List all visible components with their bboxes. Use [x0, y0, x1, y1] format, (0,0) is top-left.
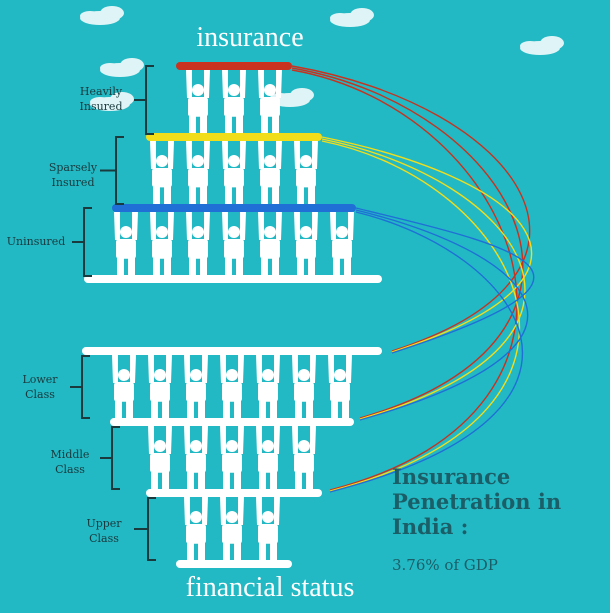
connector-curves [291, 65, 535, 493]
people-figures [112, 70, 354, 561]
connector-curve [291, 65, 531, 352]
cloud [90, 92, 134, 111]
person-figure [294, 141, 318, 204]
platform-bars [82, 62, 382, 568]
info-value: 3.76% of GDP [392, 556, 498, 574]
person-figure [256, 355, 280, 419]
person-figure [148, 355, 172, 419]
person-figure [186, 212, 210, 276]
person-figure [258, 212, 282, 276]
person-figure [294, 212, 318, 276]
person-figure [292, 355, 316, 419]
insurance-bar-2 [112, 204, 356, 212]
connector-curve [329, 211, 524, 493]
connector-curve [321, 136, 533, 353]
person-figure [222, 141, 246, 204]
person-figure [148, 426, 172, 490]
person-figure [256, 426, 280, 490]
financial-bar-1 [110, 418, 354, 426]
person-figure [258, 141, 282, 204]
financial-top-bar [82, 347, 382, 355]
person-figure [220, 426, 244, 490]
person-figure [222, 212, 246, 276]
tier-brackets [70, 65, 156, 561]
tier-label-middle-class: Middle Class [50, 448, 90, 476]
connector-curve [291, 69, 518, 491]
insurance-base-bar [84, 275, 382, 283]
connector-curve [291, 67, 524, 419]
tier-label-upper-class: Upper Class [86, 517, 122, 545]
tier-label-heavily-insured: Heavily Insured [79, 85, 123, 113]
person-figure [220, 355, 244, 419]
person-figure [328, 355, 352, 419]
person-figure [186, 70, 210, 134]
connector-curve [355, 207, 535, 354]
tier-bracket [134, 65, 154, 135]
insurance-bar-0 [176, 62, 292, 70]
insurance-bar-1 [146, 133, 322, 141]
financial-bar-2 [146, 489, 322, 497]
financial-status-title: financial status [185, 572, 355, 603]
connector-curve [355, 209, 529, 421]
person-figure [114, 212, 138, 276]
person-figure [150, 212, 174, 276]
person-figure [256, 497, 280, 561]
connector-curve [321, 138, 526, 420]
person-figure [220, 497, 244, 561]
cloud [80, 6, 124, 25]
info-heading: Insurance Penetration in India : [392, 464, 562, 539]
insurance-title: insurance [196, 22, 304, 53]
tier-label-sparsely-insured: Sparsely Insured [48, 161, 98, 189]
cloud [330, 8, 374, 27]
person-figure [330, 212, 354, 276]
cloud [520, 36, 564, 55]
person-figure [184, 355, 208, 419]
tier-label-lower-class: Lower Class [22, 373, 58, 401]
person-figure [184, 497, 208, 561]
person-figure [292, 426, 316, 490]
person-figure [186, 141, 210, 204]
person-figure [150, 141, 174, 204]
cloud [100, 58, 144, 77]
tier-bracket [134, 497, 156, 561]
tier-bracket [70, 355, 90, 419]
person-figure [112, 355, 136, 419]
person-figure [222, 70, 246, 134]
tier-bracket [100, 136, 124, 205]
person-figure [184, 426, 208, 490]
tier-label-uninsured: Uninsured [6, 235, 66, 248]
financial-base-bar [176, 560, 292, 568]
tier-bracket [72, 207, 92, 277]
tier-bracket [100, 426, 120, 490]
person-figure [258, 70, 282, 134]
